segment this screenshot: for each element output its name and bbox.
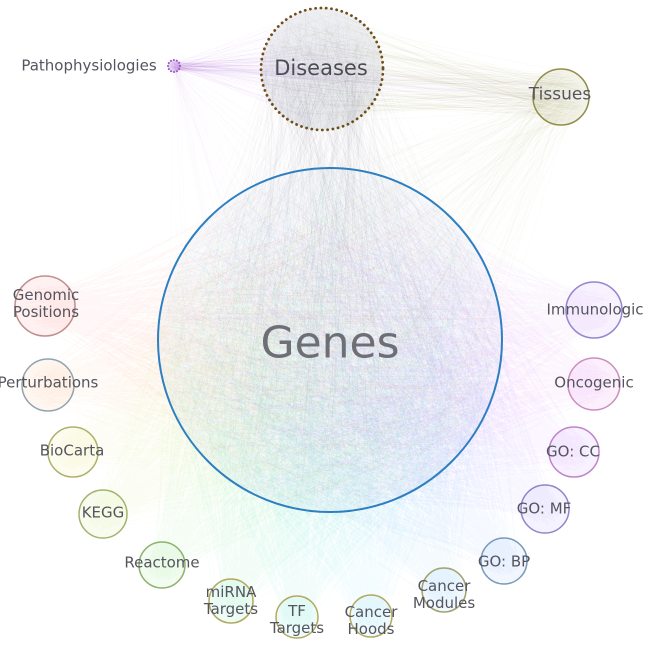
edge-bundle-diseases-to-diseases	[261, 9, 382, 129]
node-label-go-mf[interactable]: GO: MF	[516, 499, 572, 518]
node-circle-kegg[interactable]	[78, 489, 128, 539]
edge-lines-tf_targets-to-genes	[162, 173, 493, 632]
node-label-kegg[interactable]: KEGG	[81, 503, 125, 522]
node-label-biocarta[interactable]: BioCarta	[39, 441, 105, 460]
node-circle-go_bp[interactable]	[480, 537, 528, 585]
node-label-cancer-hoods[interactable]: Cancer Hoods	[344, 603, 398, 638]
node-circle-biocarta[interactable]	[47, 426, 99, 478]
edge-lines-genomic_positions-to-genes	[25, 173, 498, 503]
edge-lines-kegg-to-genes	[86, 170, 495, 531]
edge-bundle-mirna_targets-to-genes	[166, 180, 497, 617]
node-label-tf-targets[interactable]: TF Targets	[269, 602, 325, 637]
edge-lines-diseases-to-diseases	[261, 9, 382, 129]
node-circle-immunologic[interactable]	[565, 281, 623, 339]
node-circle-pathophysiologies[interactable]	[167, 59, 181, 73]
edge-bundle-oncogenic-to-genes	[161, 170, 612, 505]
edge-lines-pathophysiologies-to-tissues	[169, 61, 584, 121]
edge-bundle-tf_targets-to-genes	[162, 173, 493, 632]
node-circle-diseases[interactable]	[259, 6, 385, 132]
edge-lines-go_mf-to-genes	[166, 175, 562, 526]
node-label-reactome[interactable]: Reactome	[124, 553, 200, 572]
edge-lines-diseases-to-genes	[165, 10, 501, 511]
node-circle-cancer_modules[interactable]	[421, 567, 467, 613]
node-label-genomic-positions[interactable]: Genomic Positions	[12, 286, 80, 321]
node-circle-tissues[interactable]	[532, 68, 590, 126]
edge-bundle-diseases-to-genes	[165, 10, 501, 511]
node-circle-genes[interactable]	[157, 167, 503, 513]
edge-bundle-biocarta-to-genes	[55, 173, 498, 502]
edge-bundle-genomic_positions-to-genes	[25, 173, 498, 503]
node-label-mirna-targets[interactable]: miRNA Targets	[203, 583, 259, 618]
edge-bundle-pathophysiologies-to-diseases	[169, 13, 382, 123]
node-label-perturbations[interactable]: Perturbations	[0, 373, 99, 392]
edge-bundle-go_mf-to-genes	[166, 175, 562, 526]
node-label-immunologic[interactable]: Immunologic	[546, 300, 644, 319]
node-label-go-cc[interactable]: GO: CC	[546, 442, 600, 461]
edge-lines-go_bp-to-genes	[169, 170, 521, 577]
edge-lines-tissues-to-genes	[166, 73, 585, 506]
node-label-pathophysiologies[interactable]: Pathophysiologies	[21, 56, 157, 75]
node-label-diseases[interactable]: Diseases	[274, 56, 368, 81]
node-label-cancer-modules[interactable]: Cancer Modules	[412, 577, 476, 612]
node-circle-tf_targets[interactable]	[275, 595, 319, 639]
node-circle-reactome[interactable]	[138, 541, 186, 589]
edge-lines-oncogenic-to-genes	[161, 170, 612, 505]
edge-bundle-tissues-to-genes	[166, 73, 585, 506]
edge-lines-tissues-to-diseases	[264, 8, 586, 122]
node-label-genes[interactable]: Genes	[260, 317, 400, 369]
node-label-go-bp[interactable]: GO: BP	[477, 552, 531, 571]
node-circle-cancer_hoods[interactable]	[349, 594, 393, 638]
node-circle-perturbations[interactable]	[21, 358, 75, 412]
edge-lines-mirna_targets-to-genes	[166, 180, 497, 617]
edge-bundle-tissues-to-diseases	[264, 8, 586, 122]
node-circle-oncogenic[interactable]	[567, 357, 621, 411]
edge-bundle-pathophysiologies-to-tissues	[169, 61, 584, 121]
node-circle-go_mf[interactable]	[520, 484, 570, 534]
node-circle-genomic_positions[interactable]	[14, 275, 76, 337]
node-circle-mirna_targets[interactable]	[208, 578, 254, 624]
node-label-tissues[interactable]: Tissues	[528, 84, 592, 105]
edge-bundle-go_bp-to-genes	[169, 170, 521, 577]
edge-lines-pathophysiologies-to-diseases	[169, 13, 382, 123]
edge-bundle-go_cc-to-genes	[167, 170, 591, 504]
edge-lines-biocarta-to-genes	[55, 173, 498, 502]
node-circle-go_cc[interactable]	[548, 426, 600, 478]
edge-lines-go_cc-to-genes	[167, 170, 591, 504]
edge-bundle-kegg-to-genes	[86, 170, 495, 531]
node-label-oncogenic[interactable]: Oncogenic	[554, 373, 634, 392]
